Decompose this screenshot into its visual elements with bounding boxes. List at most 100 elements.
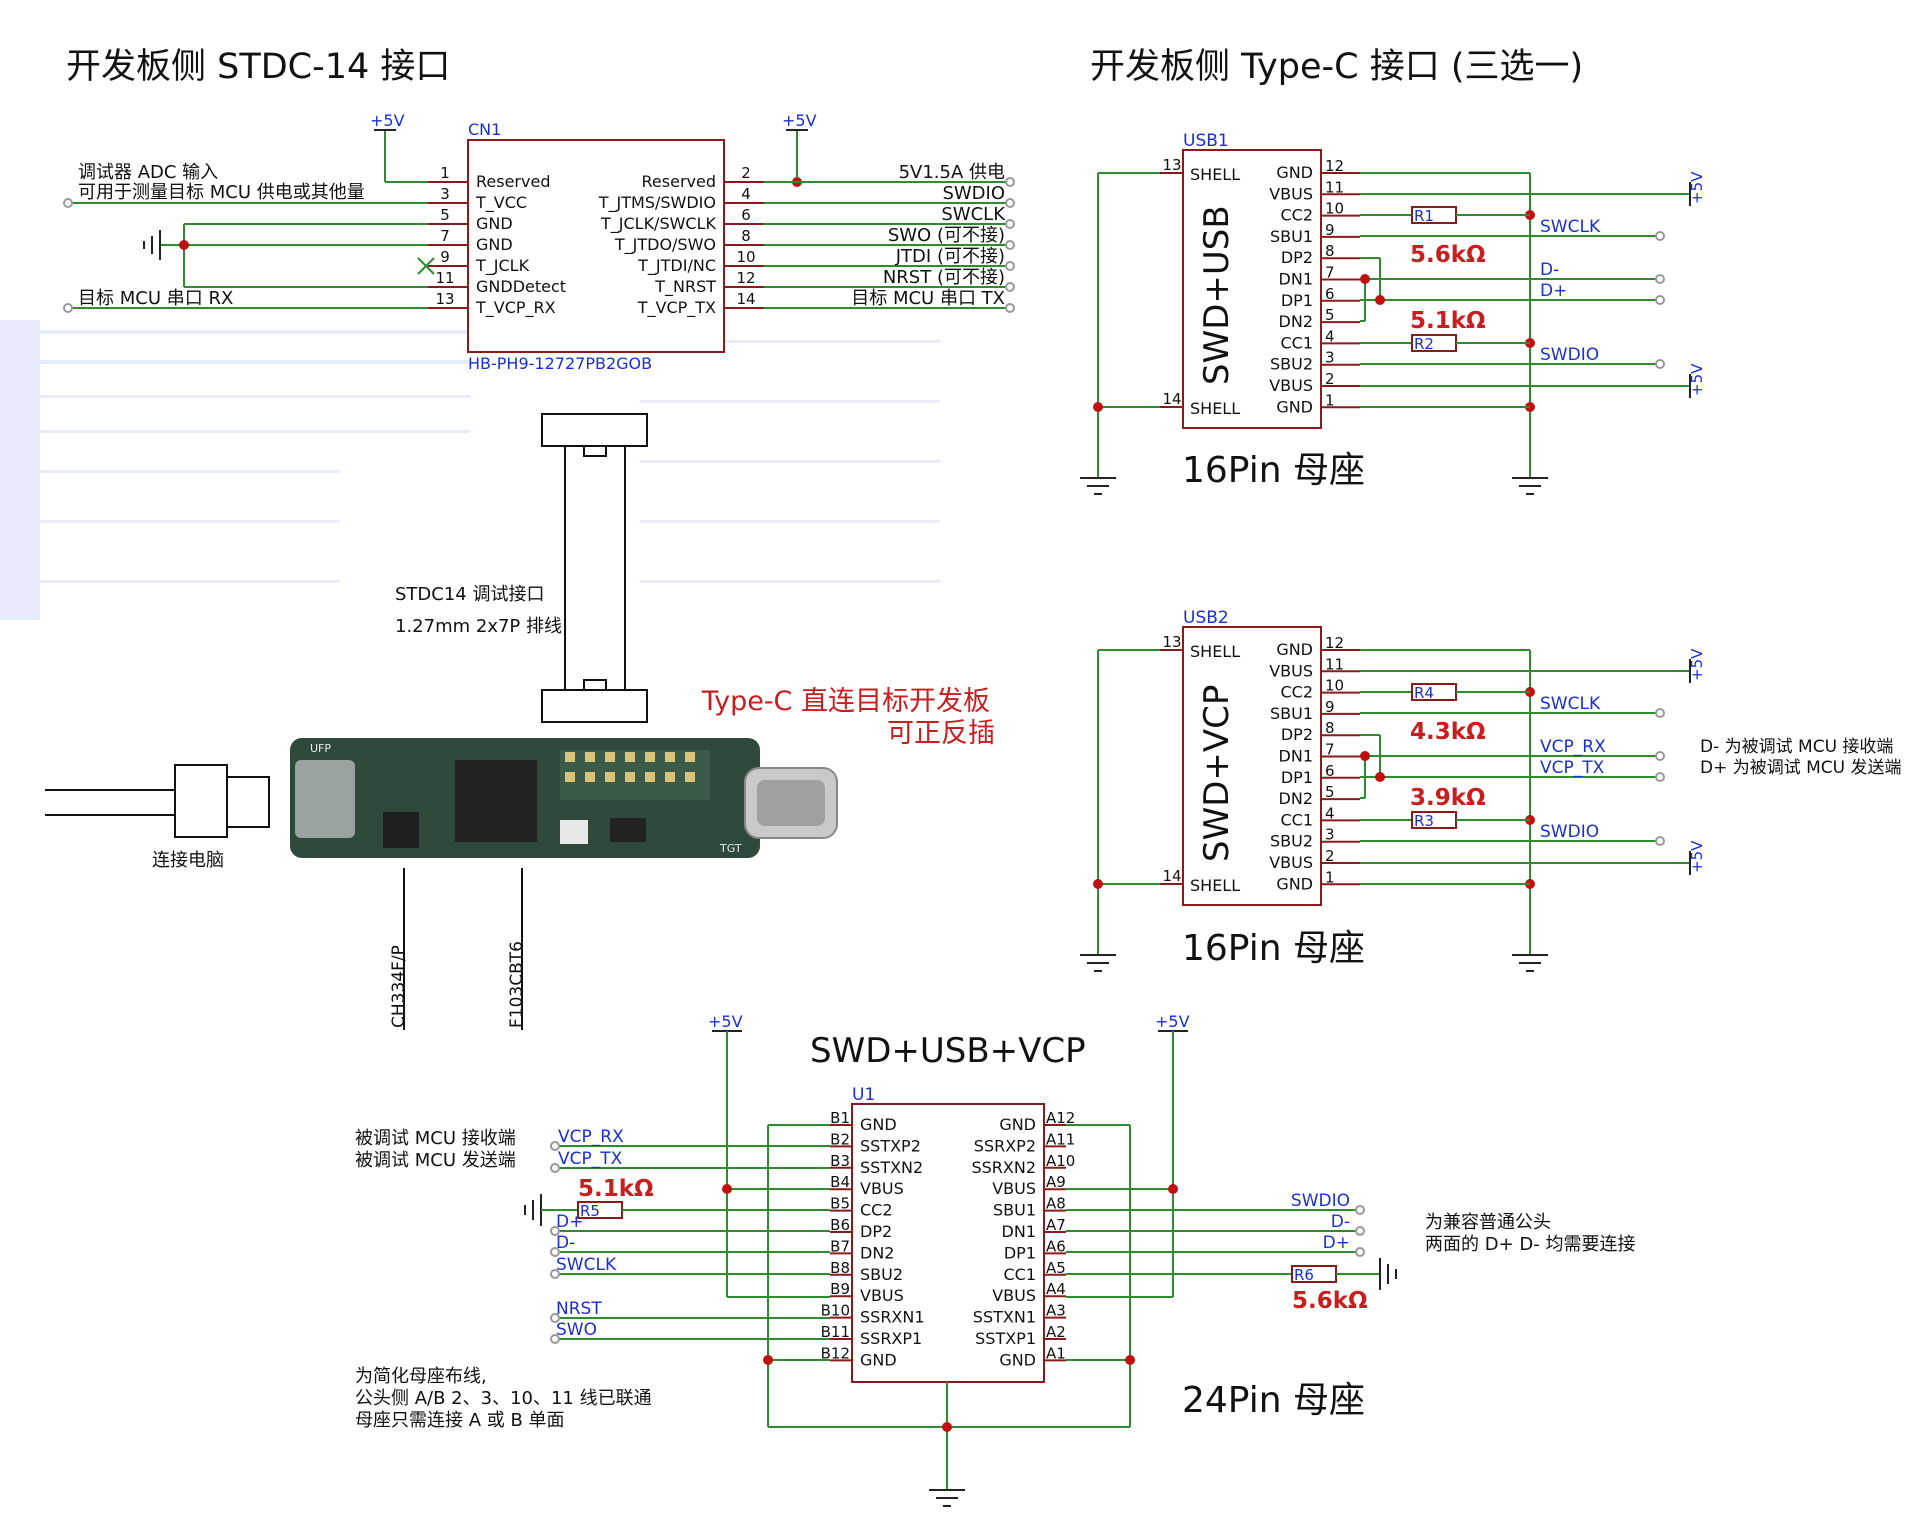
cn1-pin-num: 6 [741,206,751,224]
ground-symbol [1512,954,1548,972]
pin-number: 10 [1325,200,1344,218]
pin-name: DN1 [1279,747,1313,766]
pin-number: 4 [1325,804,1335,822]
pin-name: DP1 [1281,291,1313,310]
pin-number: B8 [830,1259,850,1277]
pin-number: 11 [1325,655,1344,673]
pin-name: DP2 [1281,725,1313,744]
pin-number: B9 [830,1280,850,1298]
cn1-pin-name: T_VCP_RX [475,298,556,318]
cn1-pin-num: 1 [440,164,450,182]
usb1-type: 16Pin 母座 [1182,450,1365,491]
usb2-type: 16Pin 母座 [1182,928,1365,969]
pin-name: SBU2 [1270,832,1313,851]
pin-number: A1 [1046,1344,1066,1362]
pin-name: VBUS [992,1179,1036,1198]
chip-label: F103CBT6 [507,941,527,1028]
pin-name: DN1 [1279,270,1313,289]
title-stdc14: 开发板侧 STDC-14 接口 [66,47,450,87]
ghost-background [0,320,940,620]
resistor-value: 5.1kΩ [578,1176,654,1202]
usb2-shell: SHELL [1190,642,1240,661]
pin-number: A6 [1046,1237,1066,1255]
silk-label: TGT [719,842,742,855]
net-label: SWDIO [1540,822,1599,842]
pin-name: GND [1276,397,1313,416]
u1-ref: U1 [852,1085,875,1105]
pin-number: 9 [1325,221,1335,239]
cn1-pin-name: GND [476,214,513,233]
u1-body [851,1103,1045,1383]
cn1-pin-name: T_JCLK/SWCLK [600,214,717,234]
pin-name: VBUS [860,1286,904,1305]
resistor-value: 3.9kΩ [1410,785,1486,811]
cn1-pin-num: 2 [741,164,751,182]
pin-name: VBUS [1269,184,1313,203]
cn1-net-label: SWCLK [941,204,1006,225]
pin-number: 8 [1325,719,1335,737]
power-label: +5V [1688,363,1706,396]
ribbon-cable: STDC14 调试接口 1.27mm 2x7P 排线 [395,413,648,723]
pin-number: A7 [1046,1216,1066,1234]
pin-name: DP1 [1004,1243,1036,1262]
usb2-body [1182,626,1322,906]
pin-number: B3 [830,1152,850,1170]
cn1-connector: CN1 HB-PH9-12727PB2GOB 1 3 5 7 9 11 13 R… [63,111,1015,373]
usb1-ref: USB1 [1183,131,1229,151]
cn1-note: 目标 MCU 串口 RX [78,288,233,309]
pin-number: B11 [821,1323,850,1341]
cn1-pin-num: 12 [736,269,755,287]
pin-number: A10 [1046,1152,1075,1170]
ground-symbol [1080,477,1116,495]
pin-number: 5 [1325,783,1335,801]
cn1-pin-num: 9 [440,248,450,266]
net-label: VCP_RX [1540,737,1606,757]
pin-name: SBU1 [993,1201,1036,1220]
pin-number: 8 [1325,242,1335,260]
resistor-ref: R1 [1414,207,1434,225]
pin-number: A9 [1046,1173,1066,1191]
resistor-ref: R5 [580,1202,600,1220]
cn1-net-label: 5V1.5A 供电 [899,162,1005,183]
usb2-note: D- 为被调试 MCU 接收端 [1700,737,1893,757]
cn1-pin-name: GNDDetect [476,277,566,296]
resistor-value: 4.3kΩ [1410,719,1486,745]
pin-number: 3 [1325,349,1335,367]
cn1-pin-num: 11 [435,269,454,287]
pin-name: SBU1 [1270,227,1313,246]
pin-number: 2 [1325,847,1335,865]
pin-name: SSTXP2 [860,1136,921,1155]
cn1-pin-name: T_JTMS/SWDIO [598,193,716,213]
pin-name: SSRXP1 [860,1329,922,1348]
resistor-ref: R6 [1294,1266,1314,1284]
cn1-pin-num: 4 [741,185,751,203]
cn1-body [467,139,725,353]
pin-name: SSRXP2 [974,1136,1036,1155]
net-label: D- [1331,1212,1350,1232]
ground-symbol [929,1489,965,1507]
pin-number: B6 [830,1216,850,1234]
resistor-ref: R2 [1414,335,1434,353]
silk-label: UFP [310,742,331,755]
net-label: D+ [1540,281,1567,301]
cn1-pin-name: Reserved [476,172,550,191]
pin-number: 4 [1325,327,1335,345]
pin-name: CC1 [1003,1265,1036,1284]
cn1-pin-name: GND [476,235,513,254]
pin-name: VBUS [1269,661,1313,680]
pin-number: B12 [821,1344,850,1362]
cn1-pin-name: T_JTDI/NC [637,256,716,276]
net-label: D+ [1323,1233,1350,1253]
net-label: VCP_TX [1540,758,1605,778]
pin-number: B1 [830,1109,850,1127]
pin-name: CC2 [1280,683,1313,702]
power-label: +5V [782,111,817,130]
pin-number: A8 [1046,1195,1066,1213]
cn1-net-label: 目标 MCU 串口 TX [851,288,1005,309]
usb1-shell-num: 14 [1162,390,1181,408]
net-label: SWDIO [1291,1191,1350,1211]
u1-note: 为兼容普通公头 [1425,1212,1551,1233]
pin-number: 12 [1325,157,1344,175]
